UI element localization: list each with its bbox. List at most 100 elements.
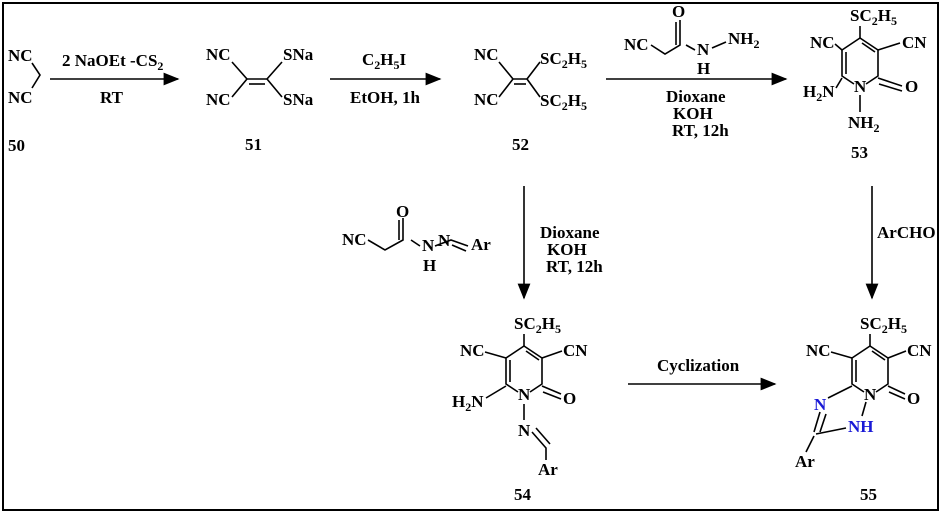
c54-label: 54 — [514, 485, 532, 504]
r4-cn-double — [451, 244, 467, 252]
c54-cn: CN — [563, 341, 588, 360]
c52-set2: SC2H5 — [540, 91, 587, 113]
compound-54: SC2H5 NC CN N O H2N N Ar 54 — [452, 314, 588, 504]
r1-line1: 2 NaOEt -CS2 — [62, 51, 163, 73]
c55-set: SC2H5 — [860, 314, 907, 336]
c53-cn: CN — [902, 33, 927, 52]
c54-set: SC2H5 — [514, 314, 561, 336]
compound-50: NC NC 50 — [8, 46, 41, 155]
c55-label: 55 — [860, 485, 877, 504]
c54-cn-bond — [541, 350, 563, 359]
c55-nc: NC — [806, 341, 831, 360]
c51-bonds — [231, 61, 283, 98]
c52-set1: SC2H5 — [540, 49, 587, 71]
c53-co1 — [877, 77, 903, 87]
compound-51: NC NC SNa SNa 51 — [206, 45, 314, 154]
r3-nc: NC — [624, 35, 649, 54]
r2-line2: EtOH, 1h — [350, 88, 420, 107]
c53-h2n-bond — [835, 77, 843, 89]
c51-nc1: NC — [206, 45, 231, 64]
c54-h2n: H2N — [452, 392, 484, 414]
c53-set: SC2H5 — [850, 6, 897, 28]
figure-border — [2, 2, 939, 511]
c55-ar: Ar — [795, 452, 815, 471]
c53-co2 — [878, 83, 903, 92]
c54-co1 — [541, 385, 562, 395]
c55-triazole-double — [819, 413, 827, 433]
c52-label: 52 — [512, 135, 529, 154]
c55-ring-fuse-bond — [827, 385, 853, 399]
reaction-step-6: Cyclization — [628, 356, 777, 391]
r3-o: O — [672, 2, 685, 21]
r3-h: H — [697, 59, 710, 78]
c50-ch2-bonds — [31, 62, 41, 89]
r3-nh2: NH2 — [728, 29, 760, 51]
r3-bonds — [650, 20, 696, 55]
c55-o: O — [907, 389, 920, 408]
c55-n: N — [864, 385, 877, 404]
c53-nc: NC — [810, 33, 835, 52]
r4-bonds — [367, 218, 469, 251]
c52-bonds — [498, 61, 541, 98]
reaction-step-1: 2 NaOEt -CS2 RT — [50, 51, 180, 107]
reaction-step-2: C2H5I EtOH, 1h — [330, 50, 442, 107]
c52-nc1: NC — [474, 45, 499, 64]
r3-line1: Dioxane — [666, 87, 726, 106]
c54-ring-double2 — [525, 350, 540, 361]
r4-h: H — [423, 256, 436, 275]
r4-line2: KOH — [547, 240, 587, 259]
r4-o: O — [396, 202, 409, 221]
c53-o: O — [905, 77, 918, 96]
c55-co2 — [888, 391, 906, 400]
c54-imine-bonds — [531, 431, 547, 460]
c54-ring — [505, 345, 543, 393]
r3-n: N — [697, 40, 710, 59]
r3-line2: KOH — [673, 104, 713, 123]
c52-nc2: NC — [474, 90, 499, 109]
c55-co1 — [887, 385, 906, 395]
c53-nc-bond — [834, 43, 843, 51]
c55-nh-blue: NH — [848, 417, 874, 436]
c54-n: N — [518, 385, 531, 404]
c53-nh2: NH2 — [848, 113, 880, 135]
r1-line2: RT — [100, 88, 124, 107]
c55-cn-bond — [887, 350, 907, 359]
c55-ring-double2 — [871, 350, 886, 361]
c54-o: O — [563, 389, 576, 408]
c54-h2n-bond — [485, 385, 507, 399]
c53-ring — [841, 37, 879, 85]
c55-n-blue: N — [814, 395, 827, 414]
c53-h2n: H2N — [803, 82, 835, 104]
c54-co2 — [542, 391, 562, 400]
c54-nc: NC — [460, 341, 485, 360]
reaction-step-5: ArCHO — [865, 186, 936, 300]
c55-triazole-bonds — [813, 401, 867, 433]
c50-nc-top: NC — [8, 46, 33, 65]
c50-label: 50 — [8, 136, 25, 155]
c55-nc-bond — [830, 351, 853, 359]
c55-ar-bond — [805, 435, 815, 453]
c50-nc-bottom: NC — [8, 88, 33, 107]
c51-label: 51 — [245, 135, 262, 154]
c55-triazole-bottom — [815, 427, 847, 435]
reaction-step-4: NC O N H N Ar Dioxane KOH RT, 12h — [342, 186, 603, 300]
r4-line1: Dioxane — [540, 223, 600, 242]
c53-n: N — [854, 77, 867, 96]
r6-label: Cyclization — [657, 356, 740, 375]
compound-55: SC2H5 NC CN N O N NH Ar 55 — [795, 314, 932, 504]
c54-imine-double — [535, 427, 551, 445]
reaction-step-3: NC O N H NH2 Dioxane KOH RT, 12h — [606, 2, 788, 140]
c54-nc-bond — [484, 351, 507, 359]
c51-nc2: NC — [206, 90, 231, 109]
c53-ring-double2 — [861, 42, 876, 53]
r4-ar: Ar — [471, 235, 491, 254]
r4-line3: RT, 12h — [546, 257, 603, 276]
c55-ring — [851, 345, 889, 393]
r2-line1: C2H5I — [362, 50, 407, 72]
c53-cn-bond — [877, 42, 901, 51]
r3-nn-bond — [711, 41, 727, 49]
r4-nc: NC — [342, 230, 367, 249]
r4-n2: N — [438, 231, 451, 250]
